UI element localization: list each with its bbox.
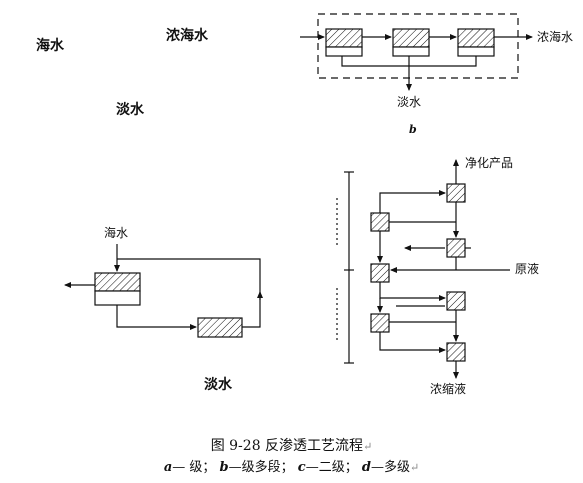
c-freshwater-label: 淡水 xyxy=(204,377,232,393)
diagram-d xyxy=(336,159,510,379)
d-module-l3 xyxy=(370,313,390,333)
d-module-r2 xyxy=(446,238,466,258)
b-diagram-letter: b xyxy=(409,123,417,136)
c-seawater-label: 海水 xyxy=(104,226,129,240)
b-module-1 xyxy=(325,28,363,57)
b-brine-label: 浓海水 xyxy=(537,30,574,44)
c-module-1 xyxy=(94,272,141,306)
d-feed-label: 原液 xyxy=(515,262,540,276)
figure-caption-title: 图 9-28 反渗透工艺流程↵ xyxy=(210,438,373,454)
d-product-label: 净化产品 xyxy=(465,156,514,170)
d-module-r4 xyxy=(446,342,466,362)
diagram-b xyxy=(300,13,533,91)
a-seawater-label: 海水 xyxy=(36,38,64,54)
b-module-2 xyxy=(392,28,430,57)
d-module-r1 xyxy=(446,183,466,203)
diagram-c xyxy=(64,244,263,338)
d-module-l2 xyxy=(370,263,390,283)
figure-caption-legend: a— 级； b—级多段； c—二级； d—多级↵ xyxy=(163,460,420,475)
d-module-l1 xyxy=(370,212,390,232)
paragraph-mark: ↵ xyxy=(363,440,373,453)
b-module-3 xyxy=(457,28,495,57)
c-module-2 xyxy=(197,317,243,338)
b-freshwater-label: 淡水 xyxy=(397,95,422,109)
d-module-r3 xyxy=(446,291,466,311)
b-dashed-boundary xyxy=(317,13,519,79)
a-freshwater-label: 淡水 xyxy=(116,102,144,118)
d-concentrate-label: 浓缩液 xyxy=(430,382,467,396)
a-brine-label: 浓海水 xyxy=(166,28,208,44)
